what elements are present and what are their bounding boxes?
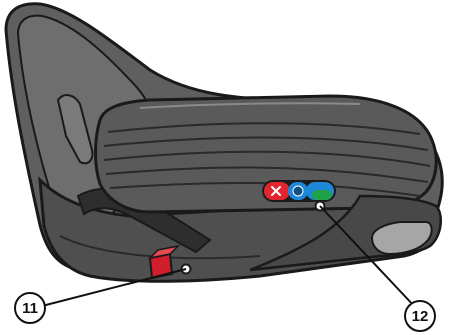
callout-12: 12 bbox=[405, 301, 435, 331]
indicator-blue-dot bbox=[293, 186, 303, 196]
indicator-green-fill bbox=[312, 190, 332, 200]
indicator-panel bbox=[262, 180, 336, 202]
callout-11: 11 bbox=[15, 293, 45, 323]
callout-11-label: 11 bbox=[22, 300, 38, 317]
callout-12-label: 12 bbox=[412, 308, 429, 325]
